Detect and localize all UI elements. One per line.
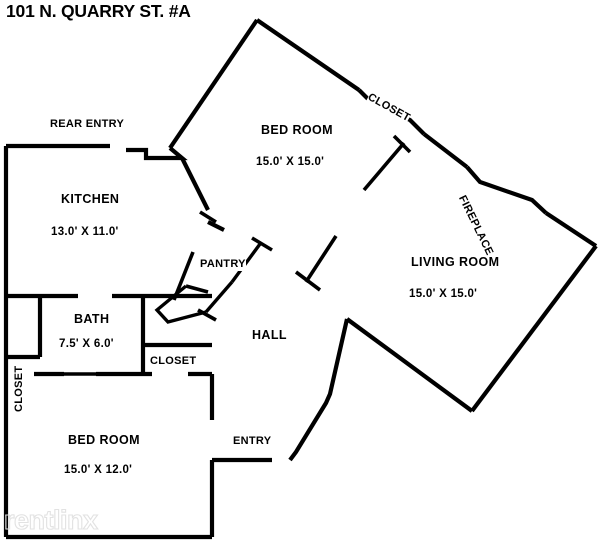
door-closet-top-bedroom-jamb (392, 134, 412, 154)
wall-living-room-southeast (470, 244, 598, 413)
wall-northwest-facade (168, 18, 259, 150)
wall-rear-entry-jog (126, 146, 188, 161)
wall-kitchen-diagonal-lower (207, 220, 225, 232)
label-closet-hall: CLOSET (150, 355, 197, 368)
label-kitchen-dimensions: 13.0' X 11.0' (51, 226, 119, 239)
page-title: 101 N. QUARRY ST. #A (6, 1, 191, 21)
wall-pantry-inner (154, 284, 207, 324)
label-bed-room-top-dimensions: 15.0' X 15.0' (256, 156, 325, 169)
label-bed-room-bottom-dimensions: 15.0' X 12.0' (64, 464, 133, 477)
door-hall-swing (304, 235, 338, 283)
wall-fireplace-bumpout (465, 165, 548, 215)
door-closet-top-bedroom (362, 141, 406, 192)
label-pantry: PANTRY (200, 258, 246, 271)
wall-northeast-facade-mid (422, 132, 469, 169)
wall-northeast-facade-upper (255, 18, 361, 92)
label-bed-room-bottom: BED ROOM (68, 433, 140, 448)
door-hall-jamb (294, 270, 322, 292)
label-bath: BATH (74, 312, 110, 327)
door-pantry-left (172, 251, 195, 301)
label-bath-dimensions: 7.5' X 6.0' (59, 338, 114, 351)
label-bed-room-top: BED ROOM (261, 123, 333, 138)
wall-pantry-outer-lower (204, 280, 234, 314)
door-pantry-lower (197, 308, 217, 322)
label-living-room-dimensions: 15.0' X 15.0' (409, 288, 478, 301)
wall-living-room-northeast (544, 211, 598, 248)
rentlinx-watermark: rentlinx (3, 504, 98, 535)
label-kitchen: KITCHEN (61, 192, 120, 207)
label-closet-left: CLOSET (13, 365, 26, 412)
wall-pantry-outer-upper (230, 242, 262, 284)
label-entry: ENTRY (233, 435, 272, 448)
wall-kitchen-southeast-diagonal (180, 157, 210, 211)
door-kitchen-diagonal (199, 210, 217, 224)
label-hall: HALL (252, 328, 287, 343)
wall-entry-diagonal (288, 318, 350, 462)
label-rear-entry: REAR ENTRY (50, 118, 125, 131)
wall-living-room-southwest (345, 317, 474, 413)
door-pantry-upper (251, 236, 273, 252)
label-living-room: LIVING ROOM (411, 255, 500, 270)
door-pantry-swing (185, 284, 209, 294)
